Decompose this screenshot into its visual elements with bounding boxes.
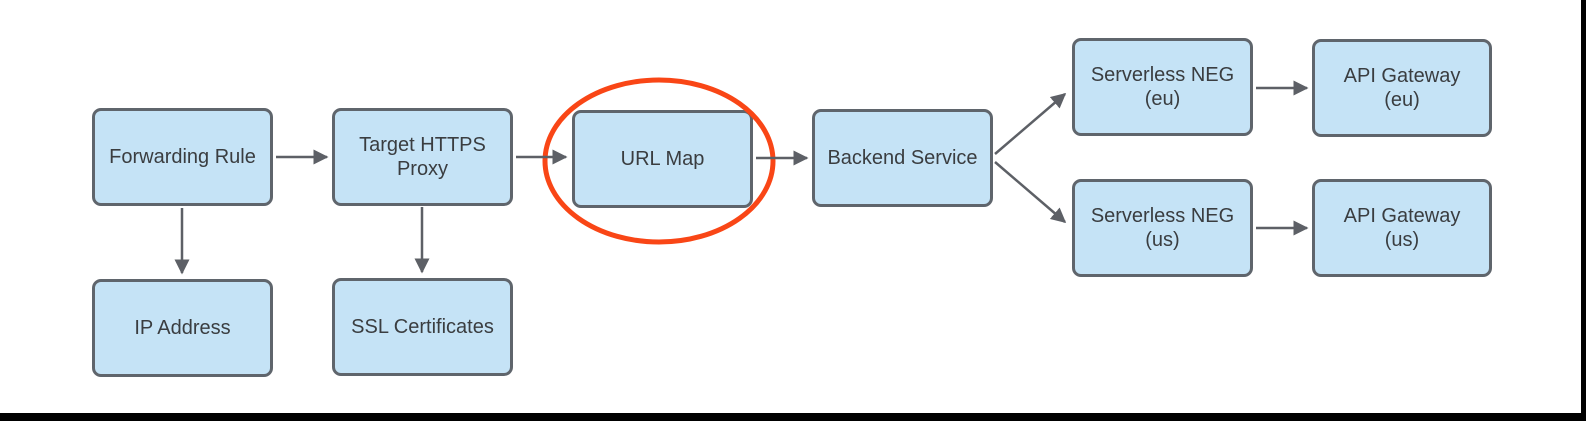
- node-label: Target HTTPS: [359, 134, 486, 156]
- node-label: (eu): [1384, 89, 1420, 111]
- node-target-https-proxy[interactable]: Target HTTPS Proxy: [332, 108, 513, 206]
- node-label: Serverless NEG: [1090, 205, 1235, 227]
- node-label: SSL Certificates: [351, 316, 494, 338]
- node-label: (us): [1384, 229, 1420, 251]
- node-label: Proxy: [396, 158, 449, 180]
- node-api-gateway-us[interactable]: API Gateway (us): [1312, 179, 1492, 277]
- edge-backend-service-to-serverless-neg-us: [994, 161, 1067, 223]
- node-label: IP Address: [134, 317, 231, 339]
- node-label: URL Map: [620, 148, 705, 170]
- node-label: API Gateway: [1343, 205, 1461, 227]
- node-label: Backend Service: [827, 147, 978, 169]
- node-label: (us): [1145, 229, 1180, 251]
- node-label: (eu): [1144, 88, 1181, 110]
- node-serverless-neg-eu[interactable]: Serverless NEG (eu): [1072, 38, 1253, 136]
- node-label: Serverless NEG: [1090, 64, 1235, 86]
- node-ssl-certificates[interactable]: SSL Certificates: [332, 278, 513, 376]
- node-forwarding-rule[interactable]: Forwarding Rule: [92, 108, 273, 206]
- node-label: API Gateway: [1343, 65, 1461, 87]
- window-edge-right: [1581, 0, 1586, 421]
- node-serverless-neg-us[interactable]: Serverless NEG (us): [1072, 179, 1253, 277]
- window-edge-bottom: [0, 413, 1586, 421]
- node-label: Forwarding Rule: [109, 146, 256, 168]
- edge-backend-service-to-serverless-neg-eu: [994, 93, 1067, 155]
- node-api-gateway-eu[interactable]: API Gateway (eu): [1312, 39, 1492, 137]
- node-backend-service[interactable]: Backend Service: [812, 109, 993, 207]
- node-url-map[interactable]: URL Map: [572, 110, 753, 208]
- node-ip-address[interactable]: IP Address: [92, 279, 273, 377]
